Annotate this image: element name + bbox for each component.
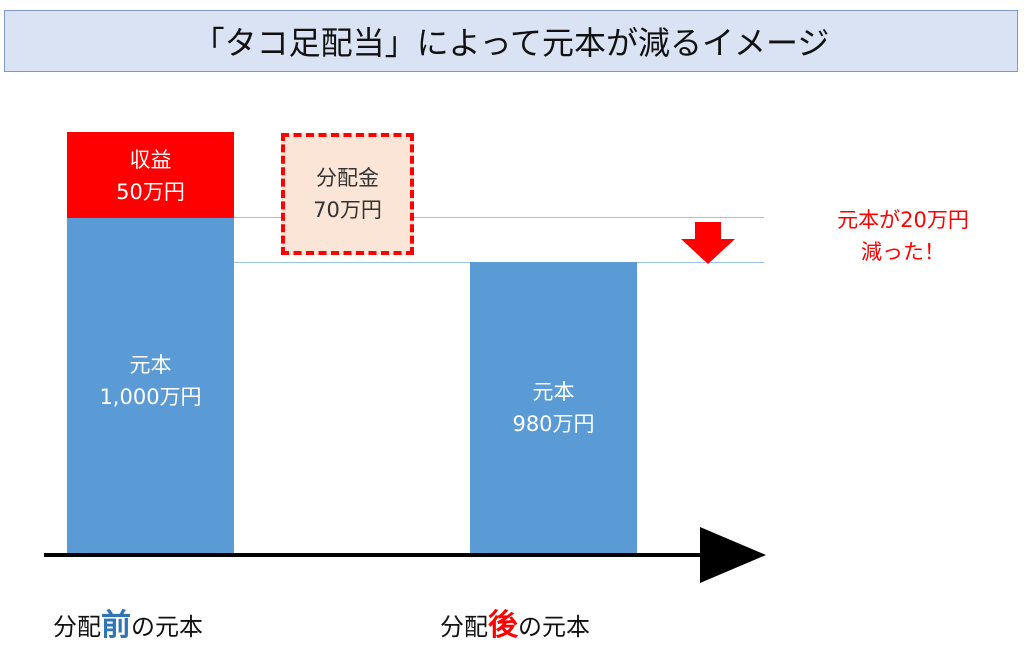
label-before-pre: 分配 xyxy=(53,613,101,641)
reduction-note: 元本が20万円 減った！ xyxy=(808,204,998,268)
label-after-distribution: 分配後の元本 xyxy=(440,600,590,644)
label-before-post: の元本 xyxy=(131,613,203,641)
time-axis xyxy=(44,553,724,557)
label-after-pre: 分配 xyxy=(440,613,488,641)
label-after-emph: 後 xyxy=(488,608,518,643)
label-before-emph: 前 xyxy=(101,608,131,643)
down-arrow-icon xyxy=(681,222,735,264)
principal-before-label: 元本 xyxy=(129,353,172,377)
page-title: 「タコ足配当」によって元本が減るイメージ xyxy=(192,24,830,62)
reduction-note-line2: 減った！ xyxy=(861,240,945,264)
principal-before-amount: 1,000万円 xyxy=(99,385,202,409)
right-arrow-icon xyxy=(700,527,766,583)
principal-after-amount: 980万円 xyxy=(512,412,595,436)
income-amount: 50万円 xyxy=(116,179,185,204)
title-banner: 「タコ足配当」によって元本が減るイメージ xyxy=(4,10,1018,72)
income-label: 収益 xyxy=(129,147,172,172)
principal-before-block: 元本 1,000万円 xyxy=(67,218,234,554)
income-block: 収益 50万円 xyxy=(67,132,234,219)
principal-after-label: 元本 xyxy=(532,380,575,404)
distribution-block: 分配金 70万円 xyxy=(281,133,414,255)
principal-after-block: 元本 980万円 xyxy=(470,262,637,554)
guide-line-upper xyxy=(234,217,764,218)
distribution-amount: 70万円 xyxy=(313,198,382,222)
reduction-note-line1: 元本が20万円 xyxy=(837,208,969,232)
label-before-distribution: 分配前の元本 xyxy=(53,600,203,644)
distribution-label: 分配金 xyxy=(316,166,379,190)
label-after-post: の元本 xyxy=(518,613,590,641)
